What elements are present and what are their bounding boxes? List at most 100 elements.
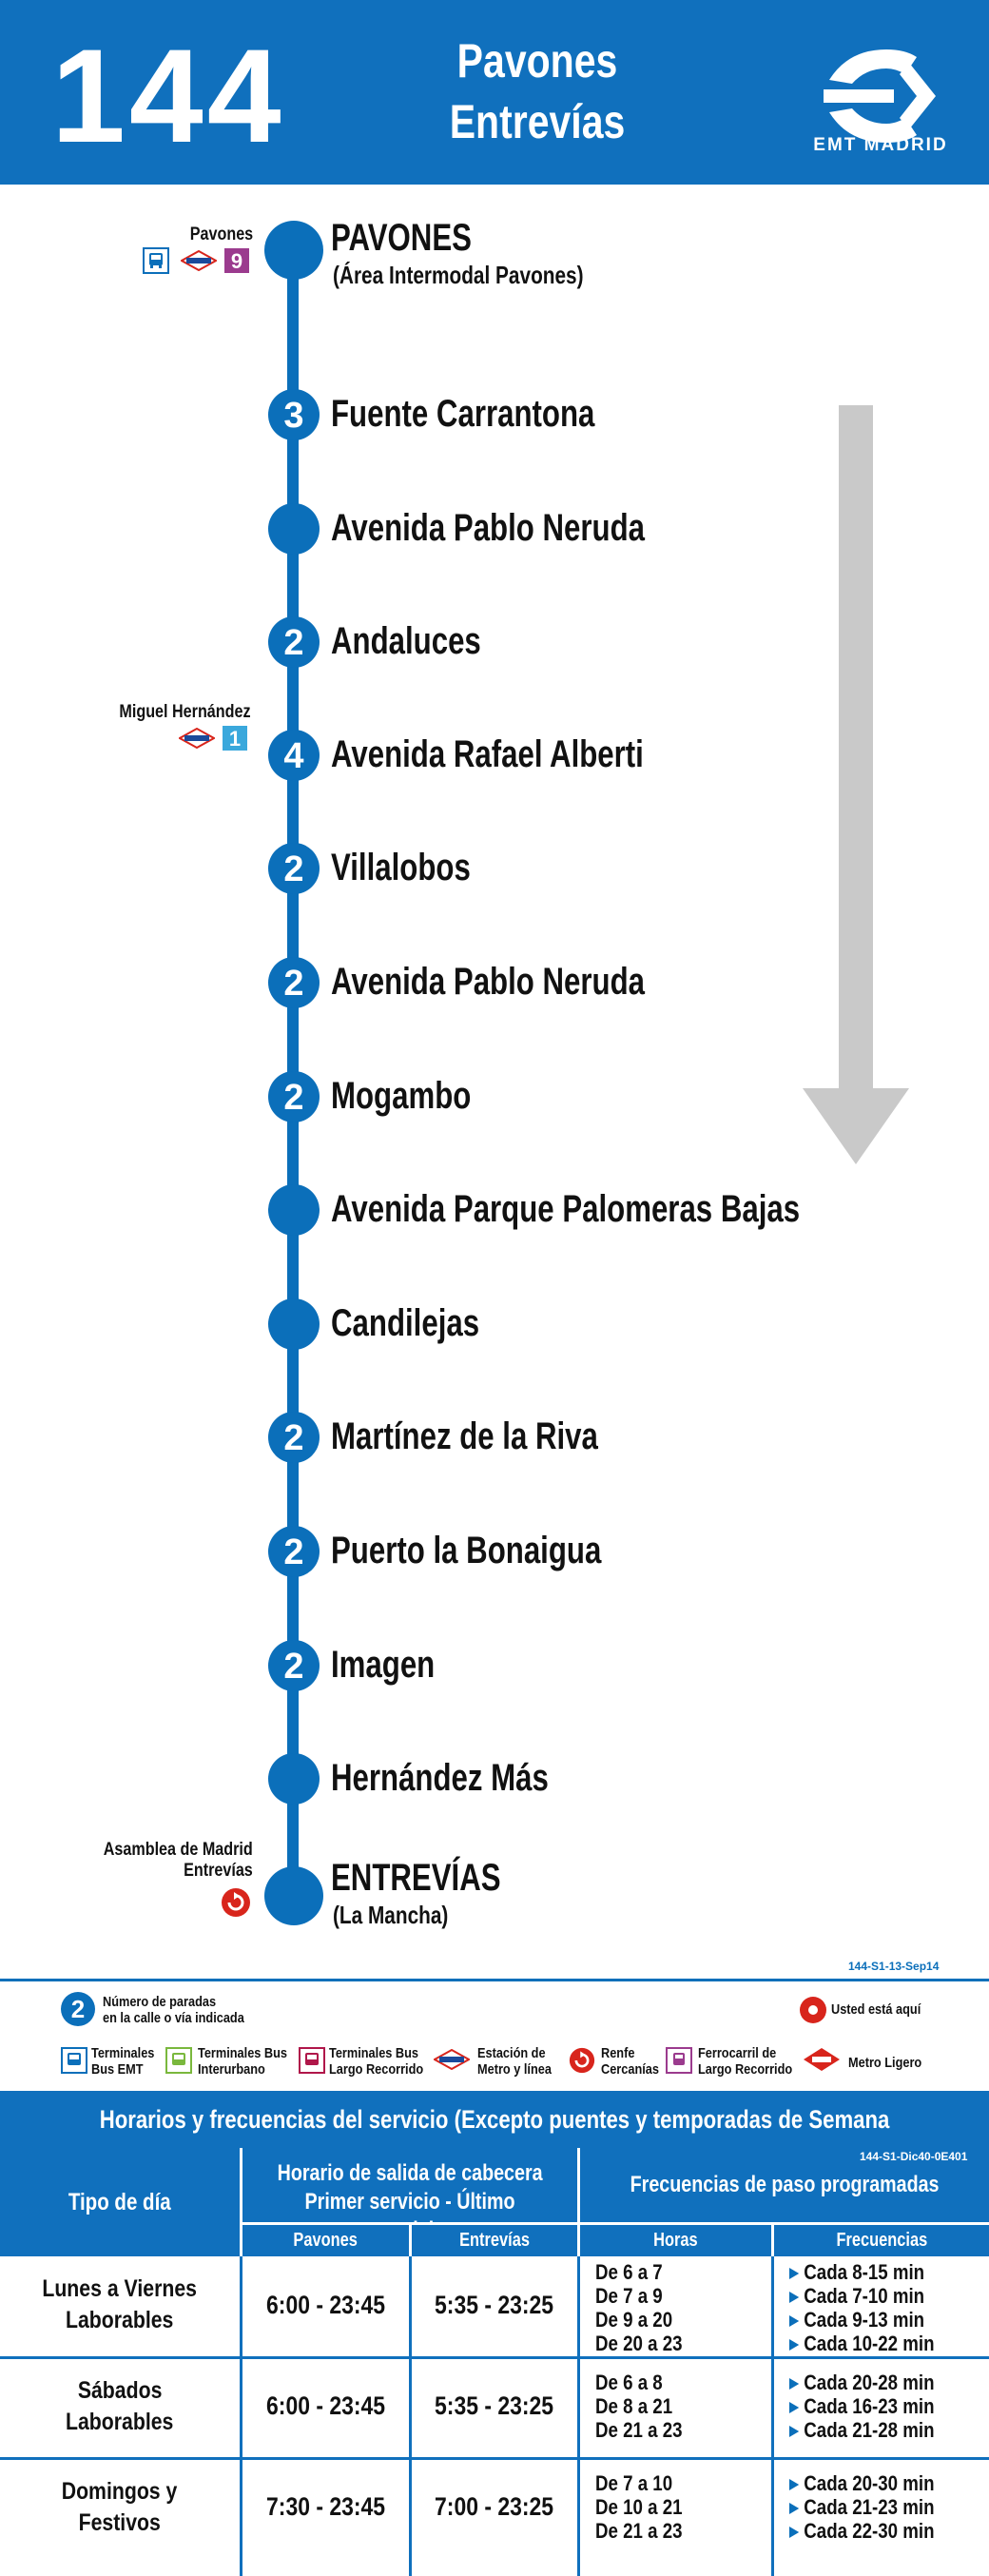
legend-stop-count-line2: en la calle o vía indicada	[103, 2010, 244, 2026]
stop: Avenida Pablo Neruda	[0, 503, 989, 560]
arrow-right-icon	[789, 2503, 800, 2514]
emt-logo-icon	[824, 49, 936, 143]
frequency: Cada 20-28 min	[804, 2371, 935, 2394]
arrow-right-icon	[789, 2292, 800, 2303]
row-entrevias-time: 7:00 - 23:25	[412, 2492, 577, 2522]
row-pavones-time-text: 7:30 - 23:45	[265, 2492, 386, 2521]
grid-line	[0, 2457, 989, 2460]
table-code: 144-S1-Dic40-0E401	[860, 2150, 968, 2163]
stop-name: Martínez de la Riva	[331, 1415, 598, 1457]
row-entrevias-time-text: 5:35 - 23:25	[435, 2391, 554, 2420]
stop-marker	[268, 1298, 320, 1350]
row-pavones-time: 6:00 - 23:45	[242, 2391, 409, 2421]
connection-label-asamblea: Asamblea de Madrid Entrevías	[104, 1840, 253, 1882]
metro-ligero-icon	[804, 2048, 840, 2071]
divider	[0, 1979, 989, 1981]
grid-line	[409, 2256, 412, 2576]
row-pavones-time-text: 6:00 - 23:45	[265, 2291, 386, 2319]
hour-range: De 9 a 20	[595, 2308, 673, 2332]
row-daytype-line2: Laborables	[66, 2307, 174, 2333]
header-bar: 144 Pavones Entrevías EMT MADRID	[0, 0, 989, 185]
legend-line1: Terminales Bus	[198, 2045, 288, 2061]
hour-range: De 21 a 23	[595, 2418, 683, 2442]
legend-line1: Terminales	[91, 2045, 155, 2061]
legend-line2: Metro y línea	[477, 2061, 552, 2078]
legend-line1: Estación de	[477, 2045, 546, 2061]
arrow-right-icon	[789, 2378, 800, 2390]
frequency: Cada 21-28 min	[804, 2418, 935, 2442]
frequency: Cada 21-23 min	[804, 2495, 935, 2519]
stop-marker	[268, 1184, 320, 1236]
stop: 2 Puerto la Bonaigua	[0, 1526, 989, 1583]
stop-name: Villalobos	[331, 847, 471, 888]
route-code: 144-S1-13-Sep14	[848, 1960, 940, 1973]
grid-line	[771, 2256, 774, 2576]
col-header-pavones-text: Pavones	[293, 2230, 359, 2251]
legend-item-bus-interurbano: Terminales Bus Interurbano	[198, 2045, 287, 2078]
renfe-cercanias-icon	[222, 1888, 250, 1917]
stop-name: Candilejas	[331, 1302, 480, 1344]
brand-name: EMT MADRID	[813, 135, 948, 155]
legend-line1: Ferrocarril de	[698, 2045, 777, 2061]
stop: Avenida Parque Palomeras Bajas	[0, 1184, 989, 1241]
stop-count-marker: 2	[268, 1526, 320, 1577]
stop-name: Imagen	[331, 1644, 436, 1686]
legend-line1: Renfe	[601, 2045, 635, 2061]
row-daytype-line1: Domingos y	[62, 2478, 178, 2505]
row-daytype: Lunes a Viernes Laborables	[0, 2274, 240, 2336]
stop-count-marker: 2	[268, 957, 320, 1008]
col-header-frequencies: Frecuencias	[774, 2225, 989, 2256]
row-frequencies: Cada 20-30 min Cada 21-23 min Cada 22-30…	[789, 2471, 960, 2543]
arrow-right-icon	[789, 2479, 800, 2490]
frequency: Cada 9-13 min	[804, 2308, 925, 2332]
row-hours: De 6 a 7 De 7 a 9 De 9 a 20 De 20 a 23	[595, 2260, 698, 2355]
stop-name: Mogambo	[331, 1075, 472, 1117]
legend-stop-count-marker: 2	[61, 1992, 95, 2026]
col-header-freq-group: Frecuencias de paso programadas	[580, 2148, 989, 2222]
hour-range: De 8 a 21	[595, 2394, 673, 2418]
hour-range: De 10 a 21	[595, 2495, 683, 2519]
you-are-here-icon	[800, 1997, 826, 2023]
hour-range: De 7 a 10	[595, 2471, 673, 2495]
long-distance-train-icon	[666, 2047, 692, 2074]
stop-count-marker: 2	[268, 1640, 320, 1691]
col-header-hours-text: Horas	[653, 2230, 698, 2251]
col-header-pavones: Pavones	[242, 2225, 409, 2256]
destination: Pavones Entrevías	[393, 30, 681, 152]
stop-terminal-destination: ENTREVÍAS (La Mancha)	[0, 1857, 989, 1929]
stop-marker	[264, 221, 323, 280]
bus-terminal-icon	[61, 2047, 87, 2074]
legend-stop-count-line1: Número de paradas	[103, 1994, 217, 2010]
line-number: 144	[51, 21, 285, 170]
grid-line	[577, 2256, 580, 2576]
row-entrevias-time-text: 5:35 - 23:25	[435, 2291, 554, 2319]
row-entrevias-time: 5:35 - 23:25	[412, 2291, 577, 2320]
metro-icon	[179, 728, 215, 749]
stop-name: ENTREVÍAS	[331, 1857, 501, 1899]
legend-line2: Largo Recorrido	[698, 2061, 793, 2078]
hour-range: De 7 a 9	[595, 2284, 663, 2308]
stop-name: Andaluces	[331, 620, 481, 662]
row-pavones-time: 7:30 - 23:45	[242, 2492, 409, 2522]
legend-line2: Interurbano	[198, 2061, 265, 2078]
hour-range: De 6 a 7	[595, 2260, 663, 2284]
legend-stop-count-text: Número de paradas en la calle o vía indi…	[103, 1994, 244, 2026]
grid-line	[0, 2356, 989, 2359]
hour-range: De 20 a 23	[595, 2332, 683, 2355]
row-daytype-line1: Lunes a Viernes	[42, 2275, 198, 2302]
frequency: Cada 7-10 min	[804, 2284, 925, 2308]
stop-count-marker: 3	[268, 389, 320, 440]
stop-name: Puerto la Bonaigua	[331, 1530, 602, 1571]
legend-you-are-here: Usted está aquí	[831, 2001, 921, 2018]
stop-count-marker: 2	[268, 843, 320, 894]
stop-count-marker: 2	[268, 1071, 320, 1122]
frequency: Cada 10-22 min	[804, 2332, 935, 2355]
arrow-right-icon	[789, 2268, 800, 2279]
stop-marker	[264, 1866, 323, 1925]
interurban-bus-icon	[165, 2047, 192, 2074]
row-daytype-line1: Sábados	[77, 2377, 163, 2404]
stop: 2 Imagen	[0, 1640, 989, 1697]
legend-item-renfe: Renfe Cercanías	[601, 2045, 659, 2078]
col-header-entrevias-text: Entrevías	[459, 2230, 530, 2251]
col-header-daytype-text: Tipo de día	[68, 2189, 171, 2215]
